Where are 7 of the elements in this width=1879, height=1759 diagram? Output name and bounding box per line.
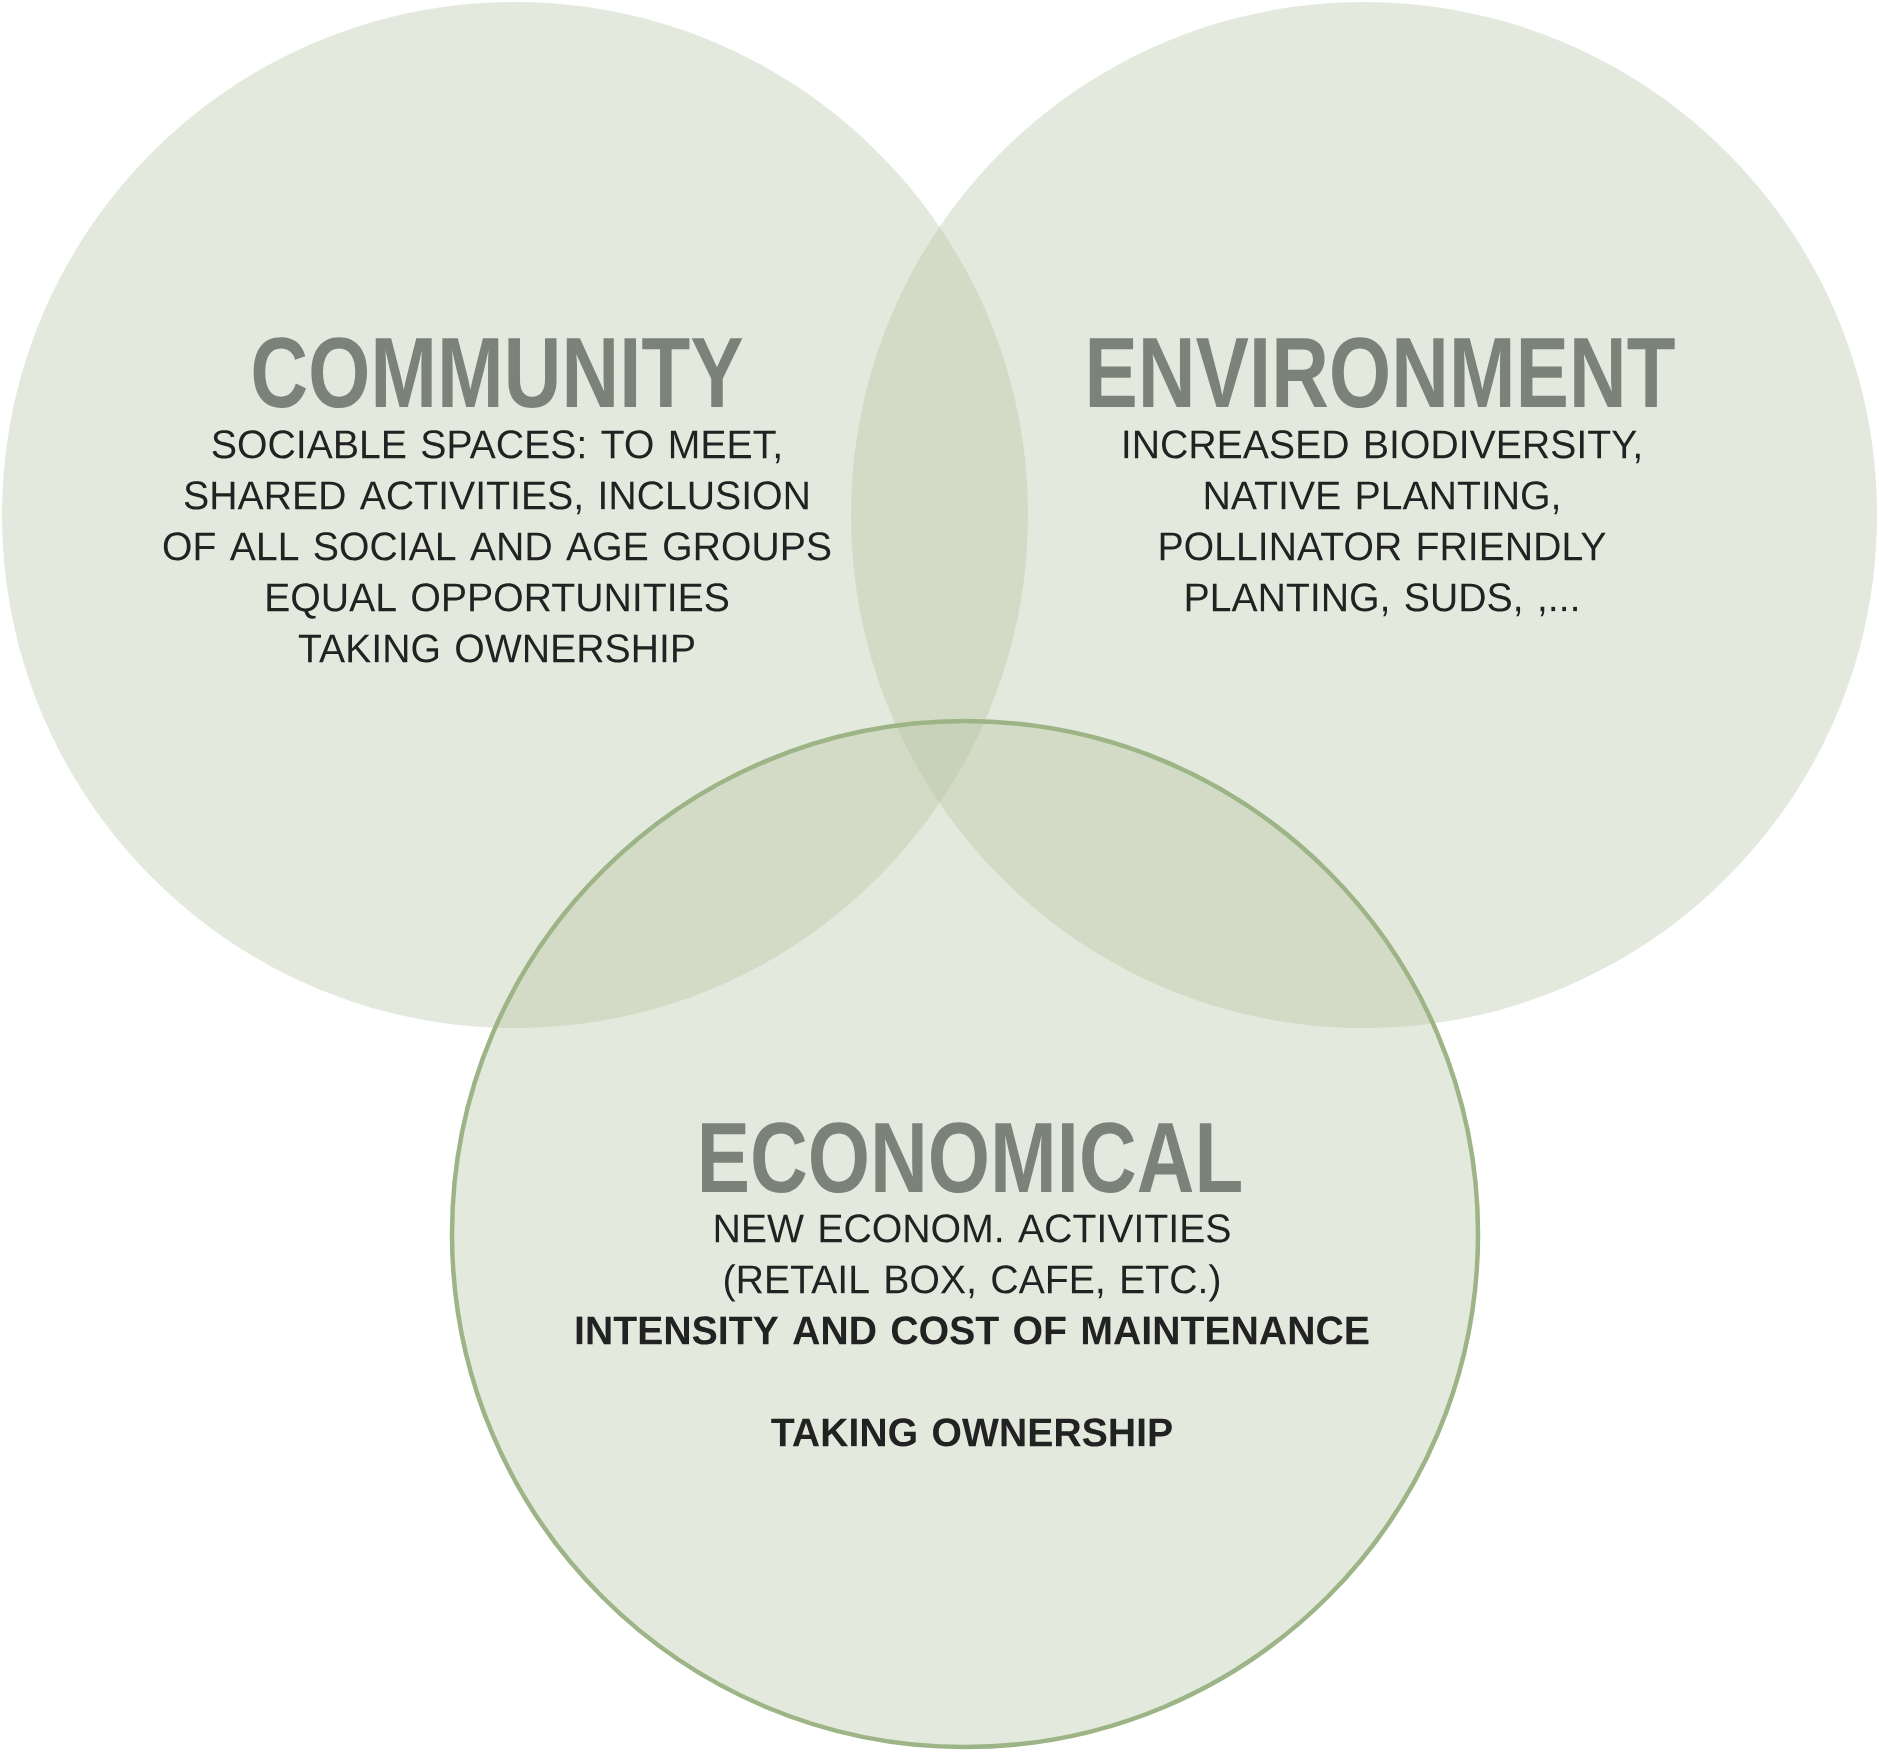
circle-description: NEW ECONOM. ACTIVITIES (RETAIL BOX, CAFE, ETC.) INTENSITY AND COST OF MAINTENANCE TAKING OWNERSHIP	[576, 1214, 1369, 1447]
circle-description: INCREASED BIODIVERSITY, NATIVE PLANTING, POLLINATOR FRIENDLY PLANTING, SUDS, ,...	[1124, 430, 1640, 617]
venn-circle	[449, 718, 1481, 1750]
circle-heading: ENVIRONMENT	[1089, 337, 1675, 408]
circle-heading: COMMUNITY	[253, 337, 743, 408]
circle-description: SOCIABLE SPACES: TO MEET, SHARED ACTIVITIES, INCLUSION OF ALL SOCIAL AND AGE GROUPS EQUAL OPPORTUNITIES TAKING OWNERSHIP	[163, 430, 831, 663]
circle-heading: ECONOMICAL	[702, 1122, 1241, 1193]
